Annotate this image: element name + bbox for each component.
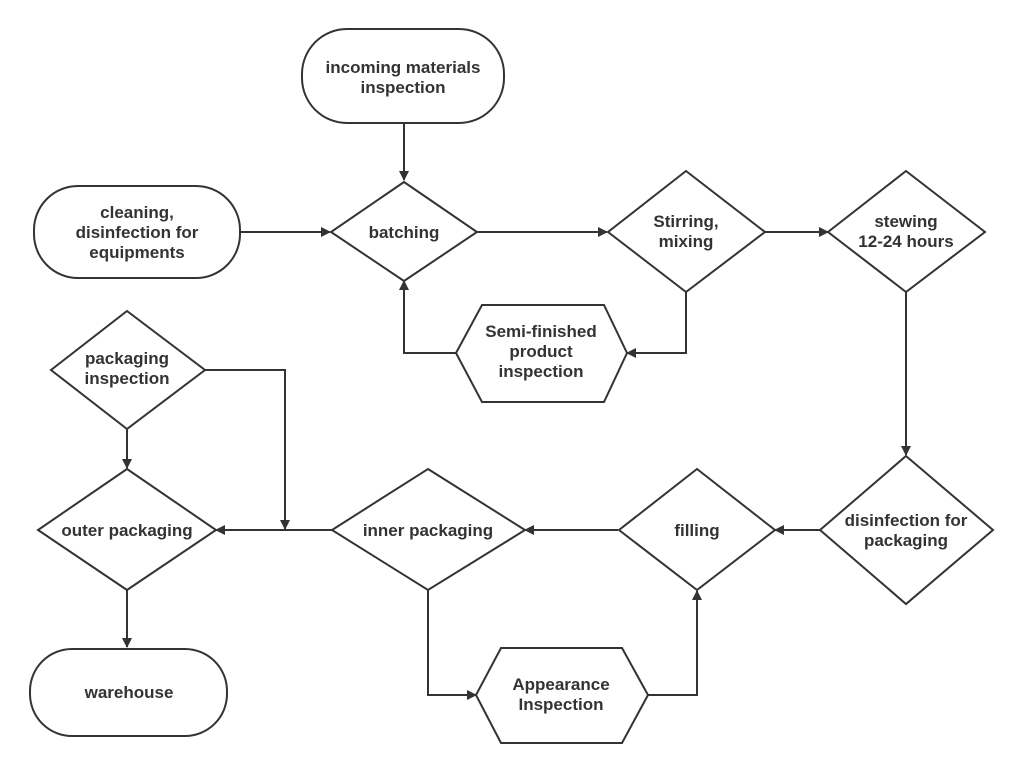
node-label-line: batching: [369, 223, 440, 242]
node-label-line: stewing: [874, 212, 937, 231]
terminal-shape: [29, 648, 228, 737]
node-label: batching: [369, 223, 440, 242]
node-label-line: 12-24 hours: [858, 232, 953, 251]
node-label-line: outer packaging: [61, 521, 192, 540]
node-label-line: inspection: [498, 362, 583, 381]
node-label-line: packaging: [85, 349, 169, 368]
node-label-line: cleaning,: [100, 203, 174, 222]
node-label-line: equipments: [89, 243, 184, 262]
node-label: inner packaging: [363, 521, 493, 540]
node-label-line: disinfection for: [845, 511, 968, 530]
node-label-line: incoming materials: [326, 58, 481, 77]
edge-semi-to-batching: [399, 280, 456, 354]
node-filling: filling: [617, 467, 777, 592]
node-outer: outer packaging: [36, 467, 218, 592]
node-label-line: disinfection for: [76, 223, 199, 242]
node-inner: inner packaging: [330, 467, 527, 592]
node-label-line: warehouse: [84, 683, 174, 702]
node-label-line: Appearance: [512, 675, 609, 694]
node-label: outer packaging: [61, 521, 192, 540]
node-label-line: inspection: [360, 78, 445, 97]
terminal-shape: [301, 28, 505, 124]
terminal-shape: [33, 185, 241, 279]
hexagon-shape: [454, 304, 629, 403]
node-label: Stirring,mixing: [653, 212, 718, 251]
hexagon-shape: [474, 647, 650, 744]
node-label: warehouse: [84, 683, 174, 702]
decision-shape: [329, 180, 479, 283]
node-label-line: filling: [674, 521, 719, 540]
node-label-line: Semi-finished: [485, 322, 596, 341]
edge-stirring-to-semi: [626, 292, 687, 358]
node-stirring: Stirring,mixing: [606, 169, 767, 294]
node-label-line: mixing: [659, 232, 714, 251]
decision-shape: [49, 309, 207, 431]
decision-shape: [617, 467, 777, 592]
node-label-line: Stirring,: [653, 212, 718, 231]
node-label-line: Inspection: [518, 695, 603, 714]
node-label-line: product: [509, 342, 573, 361]
edge-appearance-to-filling: [648, 590, 702, 696]
decision-shape: [826, 169, 987, 294]
decision-shape: [818, 454, 995, 606]
node-label: filling: [674, 521, 719, 540]
node-batching: batching: [329, 180, 479, 283]
edge-pkginspection-to-line: [205, 369, 290, 530]
node-label-line: inner packaging: [363, 521, 493, 540]
decision-shape: [36, 467, 218, 592]
node-warehouse: warehouse: [29, 648, 228, 737]
node-label-line: inspection: [84, 369, 169, 388]
decision-shape: [330, 467, 527, 592]
decision-shape: [606, 169, 767, 294]
edge-inner-to-appearance: [427, 590, 477, 700]
node-label-line: packaging: [864, 531, 948, 550]
edges: [122, 124, 911, 700]
